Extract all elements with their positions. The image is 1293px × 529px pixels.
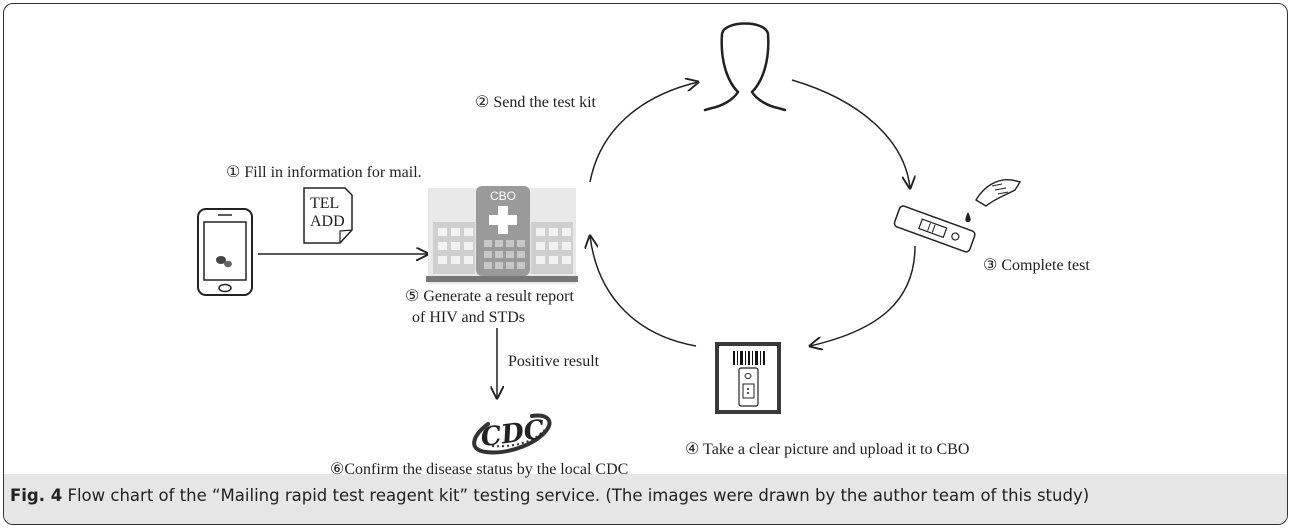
person-icon xyxy=(703,22,787,112)
cbo-sign-text: CBO xyxy=(490,189,516,203)
photo-barcode-icon xyxy=(715,342,781,414)
caption-label: Fig. 4 xyxy=(10,486,63,505)
cdc-logo: CDC xyxy=(472,413,552,455)
hand-icon xyxy=(965,179,1022,222)
step4-label: ④ Take a clear picture and upload it to … xyxy=(685,441,969,458)
cdc-logo-text: CDC xyxy=(479,415,547,454)
arrow-person-to-test xyxy=(791,79,910,188)
mail-form-icon: TEL ADD xyxy=(303,187,353,244)
arrow-send-kit xyxy=(589,82,698,183)
figure-caption: Fig. 4 Flow chart of the “Mailing rapid … xyxy=(10,486,1089,505)
step6-label: ⑥Confirm the disease status by the local… xyxy=(330,461,628,478)
step5-label-line1: ⑤ Generate a result report xyxy=(405,288,574,305)
form-add-text: ADD xyxy=(310,213,345,230)
caption-text: Flow chart of the “Mailing rapid test re… xyxy=(62,486,1090,505)
step5-label-line2: of HIV and STDs xyxy=(412,309,525,326)
step2-label: ② Send the test kit xyxy=(475,94,597,111)
cbo-building-icon: CBO xyxy=(426,186,578,284)
arrow-test-to-photo xyxy=(810,245,916,346)
smartphone-icon xyxy=(197,208,253,296)
form-tel-text: TEL xyxy=(310,195,339,212)
step3-label: ③ Complete test xyxy=(983,257,1090,274)
step1-label: ① Fill in information for mail. xyxy=(226,164,422,181)
positive-result-label: Positive result xyxy=(508,353,600,370)
arrow-photo-to-cbo xyxy=(590,236,697,347)
test-strip-icon xyxy=(893,205,976,253)
figure-frame xyxy=(3,3,1288,525)
caption-band xyxy=(4,474,1287,524)
